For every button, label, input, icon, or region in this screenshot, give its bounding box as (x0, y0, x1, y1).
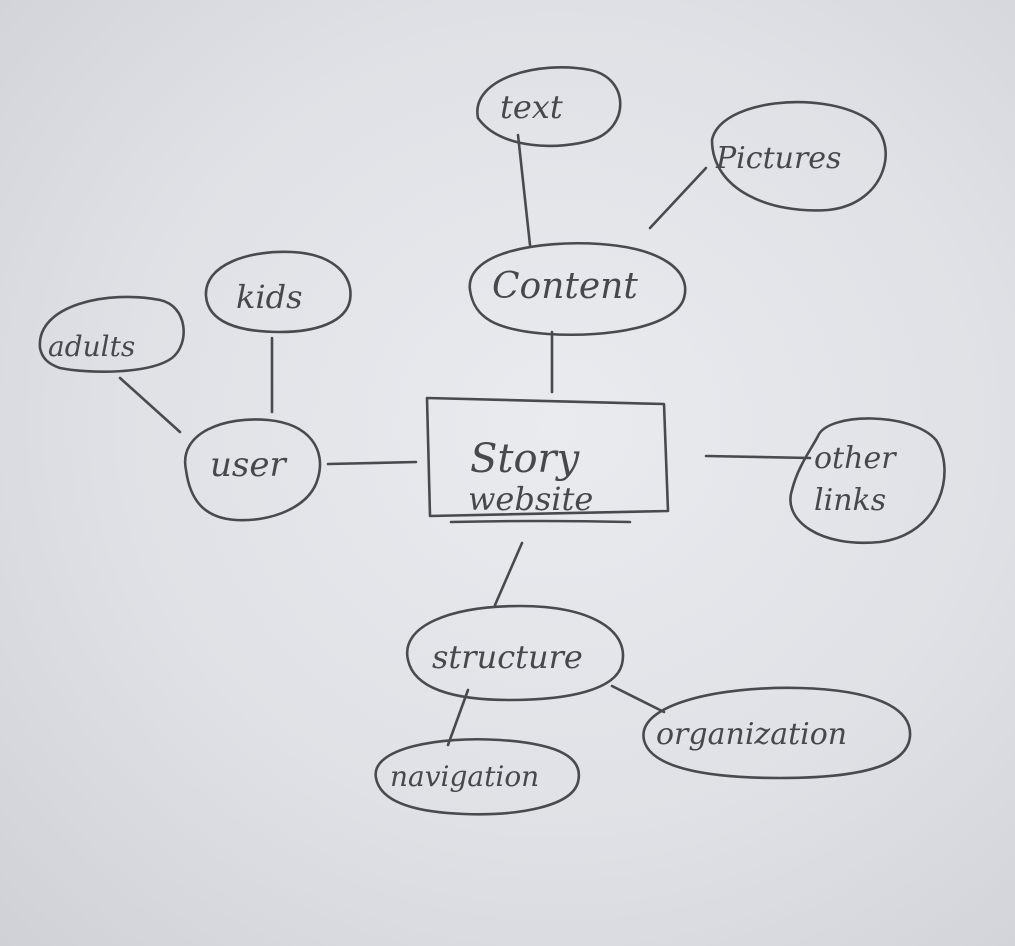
node-structure: structure (405, 604, 625, 702)
node-pictures-label: Pictures (715, 141, 841, 176)
node-text-label: text (500, 88, 563, 126)
node-user: user (183, 418, 322, 522)
center-label-line2: website (468, 480, 593, 518)
node-adults: adults (38, 295, 185, 373)
node-navigation: navigation (374, 737, 581, 816)
node-adults-label: adults (48, 330, 135, 363)
connector-center-otherlinks (704, 454, 812, 460)
center-label-line1: Story (470, 436, 581, 482)
node-kids-label: kids (236, 278, 303, 316)
node-user-label: user (210, 445, 287, 485)
node-content-label: Content (492, 266, 638, 307)
node-navigation-label: navigation (390, 760, 539, 793)
connector-adults-user (118, 376, 182, 434)
connector-pictures-content (648, 166, 708, 230)
connector-structure-navigation (446, 688, 470, 747)
connector-text-content (516, 133, 532, 247)
node-kids: kids (204, 250, 352, 334)
connectors (118, 133, 812, 747)
node-structure-label: structure (432, 638, 583, 676)
connector-structure-organization (610, 684, 666, 714)
node-other-links: other links (789, 417, 946, 545)
node-organization-label: organization (656, 717, 847, 752)
node-other-links-label-1: other (814, 441, 897, 476)
node-other-links-label-2: links (814, 483, 886, 518)
connector-user-center (326, 460, 418, 466)
center-node: Story website (425, 396, 670, 524)
connector-center-structure (493, 541, 524, 607)
node-text: text (476, 66, 622, 148)
node-content: Content (468, 241, 687, 337)
node-organization: organization (642, 686, 912, 780)
node-pictures: Pictures (710, 100, 887, 212)
